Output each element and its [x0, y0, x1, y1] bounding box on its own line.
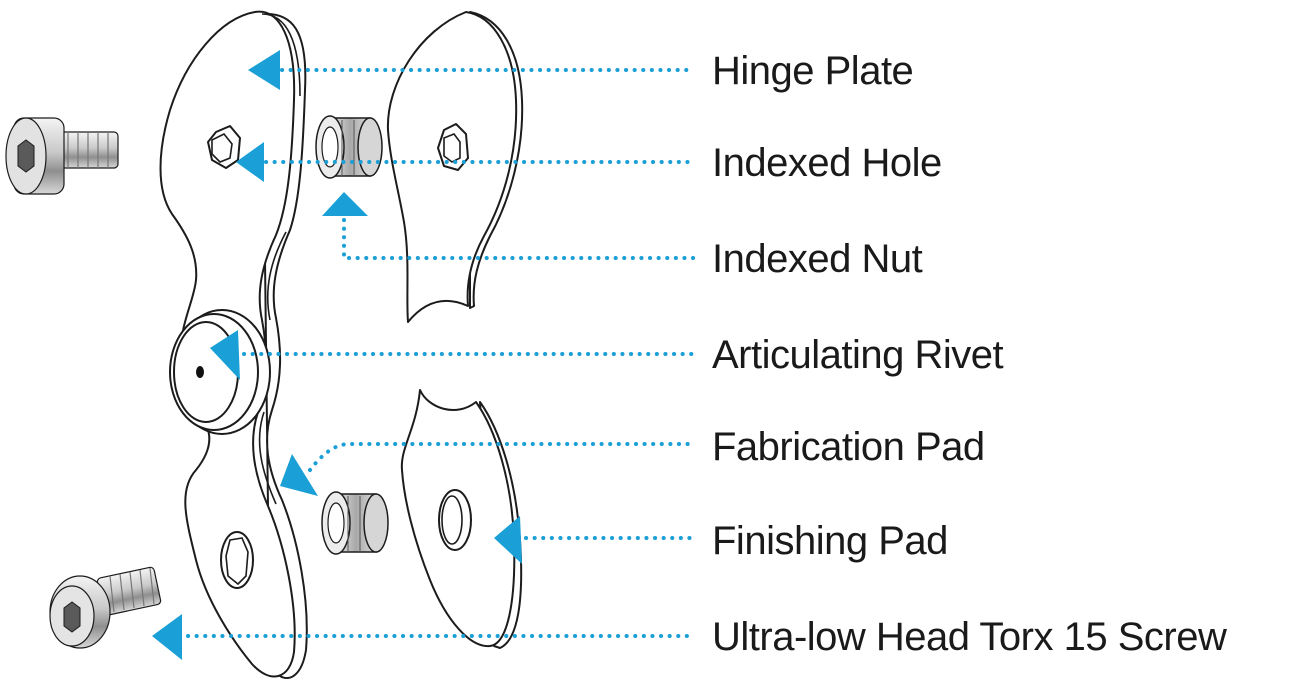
- label-finishing-pad: Finishing Pad: [712, 519, 948, 563]
- label-screw: Ultra-low Head Torx 15 Screw: [712, 615, 1227, 659]
- callout-labels: Hinge Plate Indexed Hole Indexed Nut Art…: [712, 49, 1227, 659]
- indexed-nut-upper: [315, 115, 383, 179]
- label-indexed-hole: Indexed Hole: [712, 141, 942, 185]
- label-fabrication-pad: Fabrication Pad: [712, 425, 985, 469]
- leader-fabrication-pad: [308, 442, 696, 472]
- leader-lines: [152, 50, 696, 660]
- arrow-screw: [152, 614, 182, 660]
- arrow-hinge-plate: [248, 50, 280, 90]
- screw-upper: [5, 117, 119, 195]
- articulating-rivet: [169, 309, 271, 435]
- indexed-hole-upper: [207, 125, 241, 169]
- screw-lower: [49, 566, 162, 649]
- arrow-indexed-hole: [236, 142, 264, 182]
- upper-pad: [386, 11, 524, 323]
- indexed-hole-lower: [220, 531, 254, 589]
- label-hinge-plate: Hinge Plate: [712, 49, 913, 93]
- label-indexed-nut: Indexed Nut: [712, 237, 923, 281]
- label-articulating-rivet: Articulating Rivet: [712, 333, 1004, 377]
- arrow-articulating-rivet: [210, 330, 240, 380]
- lower-pad-hole: [438, 489, 472, 551]
- indexed-nut-lower: [321, 491, 389, 555]
- lower-pad: [400, 389, 523, 649]
- leader-indexed-nut: [342, 218, 696, 260]
- arrow-fabrication-pad: [280, 454, 318, 496]
- arrow-indexed-nut: [322, 192, 368, 216]
- hinge-plate-rim: [261, 13, 301, 97]
- arrow-finishing-pad: [494, 516, 522, 564]
